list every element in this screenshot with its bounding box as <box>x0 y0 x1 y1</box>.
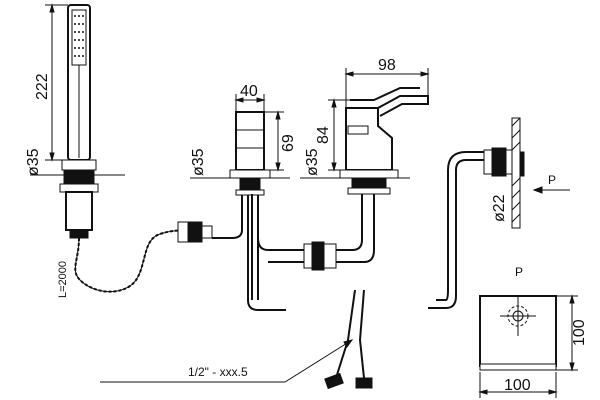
mixer-pipe-cold <box>336 194 375 263</box>
dimension-spout-height: 84 <box>315 98 350 172</box>
supply-hose-right <box>358 289 365 379</box>
hole-dia-left-label: ø35 <box>25 148 42 176</box>
dimension-plate-width: 100 <box>478 372 558 398</box>
hose-nut-left <box>177 221 189 243</box>
hose-coil <box>74 229 187 293</box>
hand-shower <box>59 4 99 231</box>
diverter-valve <box>212 111 286 311</box>
valve-base <box>229 169 271 179</box>
outlet-pipe <box>428 159 486 309</box>
dimension-valve-height: 69 <box>264 110 297 172</box>
dimension-shower-length: 222 <box>34 3 68 162</box>
plate-view-label: P <box>515 265 523 279</box>
outlet-nut <box>491 147 507 177</box>
supply-connector-left <box>324 372 344 390</box>
spout-reach-label: 98 <box>378 57 396 74</box>
shower-nozzles <box>74 15 84 57</box>
shower-holder-flange <box>59 183 99 193</box>
outlet-nut-left <box>483 149 493 175</box>
valve-pipe-hose <box>212 195 243 239</box>
plate-height-label: 100 <box>571 319 588 346</box>
shower-holder-body <box>65 191 93 231</box>
plate-view: P <box>479 265 557 371</box>
plate-width-label: 100 <box>504 377 531 394</box>
hole-dia-right-label: ø35 <box>304 148 321 176</box>
hose-nut <box>187 221 203 243</box>
dimension-plate-height: 100 <box>556 294 588 372</box>
dimension-valve-width: 40 <box>234 83 266 112</box>
lever-cap <box>347 125 369 135</box>
mixer-body <box>345 107 393 171</box>
valve-nut <box>239 177 261 191</box>
connection-label: 1/2" - xxx.5 <box>188 365 248 379</box>
view-arrow-label: P <box>548 173 556 187</box>
supply-hoses <box>251 194 373 390</box>
mixer-base <box>339 169 399 179</box>
connection-leader: 1/2" - xxx.5 <box>100 339 354 383</box>
wall-outlet <box>428 117 525 309</box>
dimension-spout-reach: 98 <box>344 57 430 108</box>
valve-height-label: 69 <box>280 134 297 152</box>
spout-height-label: 84 <box>315 126 332 144</box>
shower-holder-top <box>61 159 97 171</box>
mixer-tap <box>336 87 429 263</box>
mixer-pipe-hot <box>336 194 363 251</box>
pipe-dia-label: ø22 <box>491 194 508 222</box>
hose-length-label: L=2000 <box>57 261 69 298</box>
supply-connector-right <box>355 377 373 389</box>
hole-dia-mid-label: ø35 <box>190 148 207 176</box>
mixer-nut <box>351 177 387 189</box>
lever-handle <box>350 87 420 101</box>
hose-nut-end <box>201 225 213 239</box>
valve-body <box>235 111 265 171</box>
shower-length-label: 222 <box>34 73 51 100</box>
valve-width-label: 40 <box>240 83 258 100</box>
supply-hose-left <box>335 289 356 379</box>
flexible-hose <box>69 221 213 293</box>
hose-connector <box>69 229 89 239</box>
view-arrow: P <box>532 173 570 194</box>
shower-holder-nut <box>63 169 95 185</box>
valve-pipe-down <box>247 195 286 311</box>
union-coupling <box>257 230 337 271</box>
plate-hole <box>507 305 529 327</box>
outlet-plate-edge <box>519 151 525 177</box>
